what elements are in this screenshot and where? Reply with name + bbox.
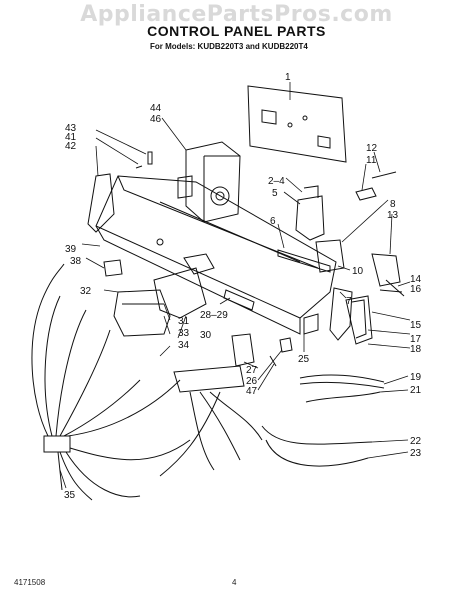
page-title: CONTROL PANEL PARTS (147, 23, 326, 39)
part-7-end-bracket (329, 287, 353, 341)
callout-32: 32 (80, 286, 92, 297)
callout-11: 11 (366, 155, 377, 166)
leader-lines (59, 82, 411, 489)
part-44-timer (177, 141, 241, 223)
part-42-end-cap (87, 173, 115, 233)
part-22-wire-lead (261, 425, 373, 445)
part-5-switch (295, 185, 325, 241)
callout-18: 18 (410, 344, 422, 355)
callout-46: 46 (150, 114, 162, 125)
callout-35: 35 (64, 490, 76, 501)
callout-34: 34 (178, 340, 190, 351)
callout-19: 19 (410, 372, 422, 383)
part-6-bracket (277, 249, 331, 273)
callout-28-29: 28–29 (200, 310, 228, 321)
callout-2-4: 2–4 (268, 176, 285, 187)
part-21-wire-lead (305, 391, 381, 403)
callout-39: 39 (65, 244, 77, 255)
callout-15: 15 (410, 320, 422, 331)
callout-10: 10 (352, 266, 364, 277)
callout-21: 21 (410, 385, 422, 396)
callout-6: 6 (270, 216, 276, 227)
callout-44: 44 (150, 103, 162, 114)
callout-27: 27 (246, 365, 258, 376)
callout-41: 41 (65, 132, 77, 143)
document-number: 4171508 (14, 578, 46, 587)
callout-7: 7 (346, 296, 352, 307)
callout-31: 31 (178, 316, 190, 327)
part-19-wire-lead (299, 374, 385, 389)
screws-41-43 (135, 151, 153, 169)
callout-12: 12 (366, 143, 378, 154)
callout-labels: 1 44 46 43 41 42 12 11 2–4 5 8 13 6 39 3… (64, 72, 422, 501)
part-32-housing (113, 289, 171, 337)
part-18-end-cap (345, 295, 373, 345)
page-subtitle: For Models: KUDB220T3 and KUDB220T4 (150, 42, 308, 51)
part-35-wire-harness (31, 263, 263, 501)
callout-47: 47 (246, 386, 258, 397)
callout-14: 14 (410, 274, 422, 285)
part-30-bracket (153, 253, 215, 319)
callout-30: 30 (200, 330, 212, 341)
callout-1: 1 (285, 72, 291, 83)
part-27-knob (231, 333, 255, 367)
callout-33: 33 (178, 328, 190, 339)
callout-43: 43 (65, 123, 77, 134)
control-panel-console (95, 175, 337, 335)
callout-38: 38 (70, 256, 82, 267)
watermark: AppliancePartsPros.com (80, 2, 393, 27)
part-38-light (103, 259, 123, 277)
part-26-screw (279, 337, 293, 353)
callout-23: 23 (410, 448, 422, 459)
part-13-door-switch (371, 253, 405, 297)
part-23-wire-lead (265, 439, 369, 467)
callout-22: 22 (410, 436, 422, 447)
callout-25: 25 (298, 354, 310, 365)
callout-17: 17 (410, 334, 422, 345)
page-number: 4 (232, 578, 237, 587)
part-1-shield (247, 85, 347, 163)
callout-42: 42 (65, 141, 77, 152)
callout-13: 13 (387, 210, 399, 221)
part-11-clip (355, 187, 377, 201)
callout-8: 8 (390, 199, 396, 210)
callout-26: 26 (246, 376, 258, 387)
callout-5: 5 (272, 188, 278, 199)
callout-16: 16 (410, 284, 422, 295)
part-25-clip (303, 313, 319, 335)
part-12-screw (371, 171, 397, 179)
